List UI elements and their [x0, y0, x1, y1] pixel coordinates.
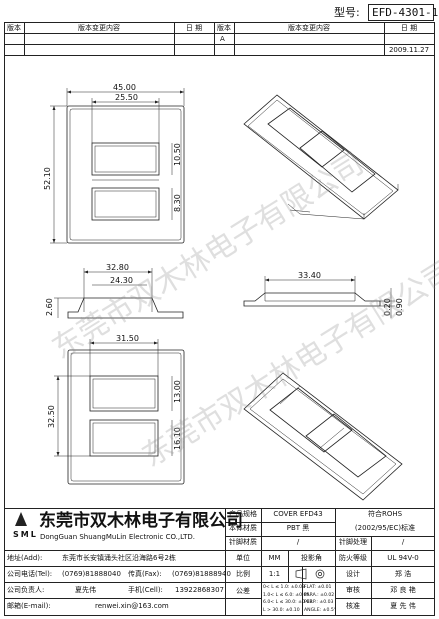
dim-width-45: 45.00 — [113, 83, 136, 92]
material: PBT 黑 — [286, 524, 310, 532]
product-name: COVER EFD43 — [273, 510, 323, 518]
label-projection: 投影角 — [301, 554, 322, 562]
owner: 夏先伟 — [75, 586, 96, 594]
dim-height-32: 32.50 — [47, 405, 56, 428]
label-email: 邮箱(E-mail): — [7, 602, 51, 610]
label-fire: 防火等级 — [339, 554, 367, 562]
label-address: 地址(Add): — [7, 554, 43, 562]
dim-height-2: 2.60 — [45, 298, 54, 316]
model-box — [368, 4, 434, 21]
label-check: 审核 — [346, 586, 360, 594]
company-name-en: DongGuan ShuangMuLin Electronic CO.,LTD. — [40, 533, 195, 541]
compliance-2: (2002/95/EC)标准 — [354, 524, 416, 532]
rev-row-date: 2009.11.27 — [388, 46, 430, 54]
label-material: 本体材质 — [229, 524, 257, 532]
label-fax: 传真(Fax): — [128, 570, 162, 578]
company-name-cn: 东莞市双木林电子有限公司 — [39, 511, 243, 531]
dim-width-25: 25.50 — [115, 93, 138, 102]
rev-col-version: 版本 — [7, 24, 21, 32]
dim-width-32: 32.80 — [106, 263, 129, 272]
tel: (0769)81888040 — [62, 570, 121, 578]
label-tolerance: 公差 — [236, 587, 250, 595]
dim-width-31: 31.50 — [116, 334, 139, 343]
rev-col-content-2: 版本变更内容 — [288, 24, 330, 32]
design: 郑 浩 — [394, 570, 412, 578]
model-label: 型号: — [334, 6, 360, 19]
pin-treat: / — [401, 538, 405, 546]
label-product-name: 产品规格 — [229, 510, 257, 518]
rev-row-version: A — [220, 35, 225, 43]
compliance: 符合ROHS — [367, 510, 403, 518]
pin-material: / — [296, 538, 300, 546]
model-value: EFD-4301-1 — [372, 6, 439, 19]
check: 邓 良 艳 — [390, 586, 416, 594]
label-pin-treat: 针脚处理 — [339, 538, 367, 546]
dim-width-24: 24.30 — [110, 276, 133, 285]
approve: 夏 先 伟 — [390, 602, 416, 610]
label-design: 设计 — [346, 570, 360, 578]
label-tel: 公司电话(Tel): — [7, 570, 53, 578]
dim-height-8: 8.30 — [173, 194, 182, 212]
email: renwei.xin@163.com — [95, 602, 169, 610]
dim-height-13: 13.00 — [173, 380, 182, 403]
dim-height-52: 52.10 — [43, 167, 52, 190]
label-mobile: 手机(Cell): — [128, 586, 163, 594]
unit: MM — [268, 554, 281, 562]
label-scale: 比例 — [236, 570, 250, 578]
company-logo: SML — [13, 530, 38, 539]
address: 东莞市长安镇涌头社区沿海路6号2栋 — [62, 554, 176, 562]
company-logo-icon — [15, 512, 27, 526]
rev-col-date-2: 日 期 — [400, 24, 418, 32]
label-pin-material: 针脚材质 — [229, 538, 257, 546]
fax: (0769)81888940 — [172, 570, 231, 578]
rev-col-date: 日 期 — [185, 24, 203, 32]
label-unit: 单位 — [236, 554, 250, 562]
label-approve: 核准 — [346, 602, 360, 610]
scale: 1:1 — [268, 570, 281, 578]
rev-col-content: 版本变更内容 — [78, 24, 120, 32]
dim-width-33: 33.40 — [298, 271, 321, 280]
projection-icon — [290, 568, 334, 580]
fire: UL 94V-0 — [387, 554, 419, 562]
dim-height-10: 10.50 — [173, 143, 182, 166]
drawing-frame — [4, 22, 435, 616]
mobile: 13922868307 — [175, 586, 224, 594]
label-owner: 公司负责人: — [7, 586, 45, 594]
rev-col-version-2: 版本 — [217, 24, 231, 32]
